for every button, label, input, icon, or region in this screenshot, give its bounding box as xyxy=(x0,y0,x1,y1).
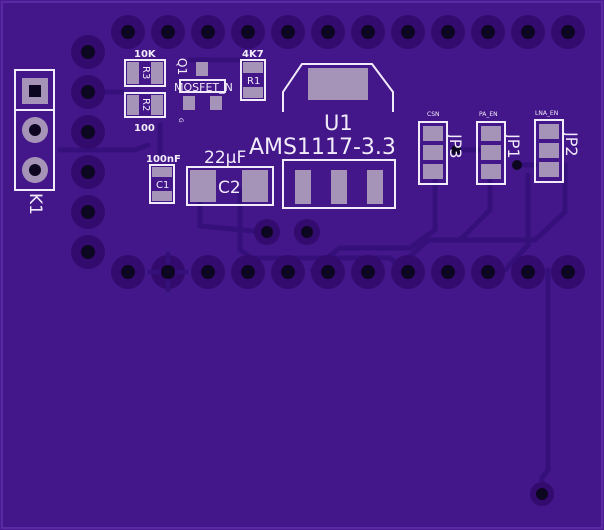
r2-resistor xyxy=(124,92,166,118)
vias xyxy=(254,145,554,506)
c1-ref-label: C1 xyxy=(156,180,169,191)
header-bottom xyxy=(111,252,585,292)
k1-connector xyxy=(14,69,55,191)
u1-ref-label: U1 xyxy=(324,111,353,135)
jp3-ref-label: JP3 xyxy=(446,133,465,159)
jp1-net-label: PA_EN xyxy=(479,111,498,118)
jp2-jumper xyxy=(534,119,564,183)
u1-value-label: AMS1117-3.3 xyxy=(249,135,396,160)
c1-value-label: 100nF xyxy=(146,154,181,165)
q1-value-label: MOSFET_N xyxy=(174,81,233,94)
jp2-net-label: LNA_EN xyxy=(535,110,558,117)
jp1-jumper xyxy=(476,121,506,185)
r1-ref-label: R1 xyxy=(247,76,260,87)
r3-value-label: 10K xyxy=(134,49,157,60)
r3-ref-label: R3 xyxy=(140,66,151,79)
jp1-ref-label: JP1 xyxy=(504,133,523,159)
c2-capacitor xyxy=(186,166,274,206)
q1-ref-label: Q1 xyxy=(175,58,189,75)
c2-ref-label: C2 xyxy=(218,178,241,198)
k1-ref-label: K1 xyxy=(25,193,45,215)
r2-value-label: 100 xyxy=(134,123,155,134)
r1-value-label: 4K7 xyxy=(242,49,264,60)
jp3-net-label: CSN xyxy=(427,111,440,118)
q1-pin-label: G xyxy=(177,118,184,123)
u1-regulator xyxy=(282,63,396,209)
r2-ref-label: R2 xyxy=(140,98,151,111)
c2-value-label: 22µF xyxy=(204,148,246,168)
q1-mosfet xyxy=(179,62,226,110)
r3-resistor xyxy=(124,59,166,87)
jp2-ref-label: JP2 xyxy=(562,131,581,157)
c1-capacitor xyxy=(149,164,175,204)
r1-resistor xyxy=(240,59,266,101)
header-top xyxy=(111,15,585,49)
header-left xyxy=(71,35,105,269)
jp3-jumper xyxy=(418,121,448,185)
